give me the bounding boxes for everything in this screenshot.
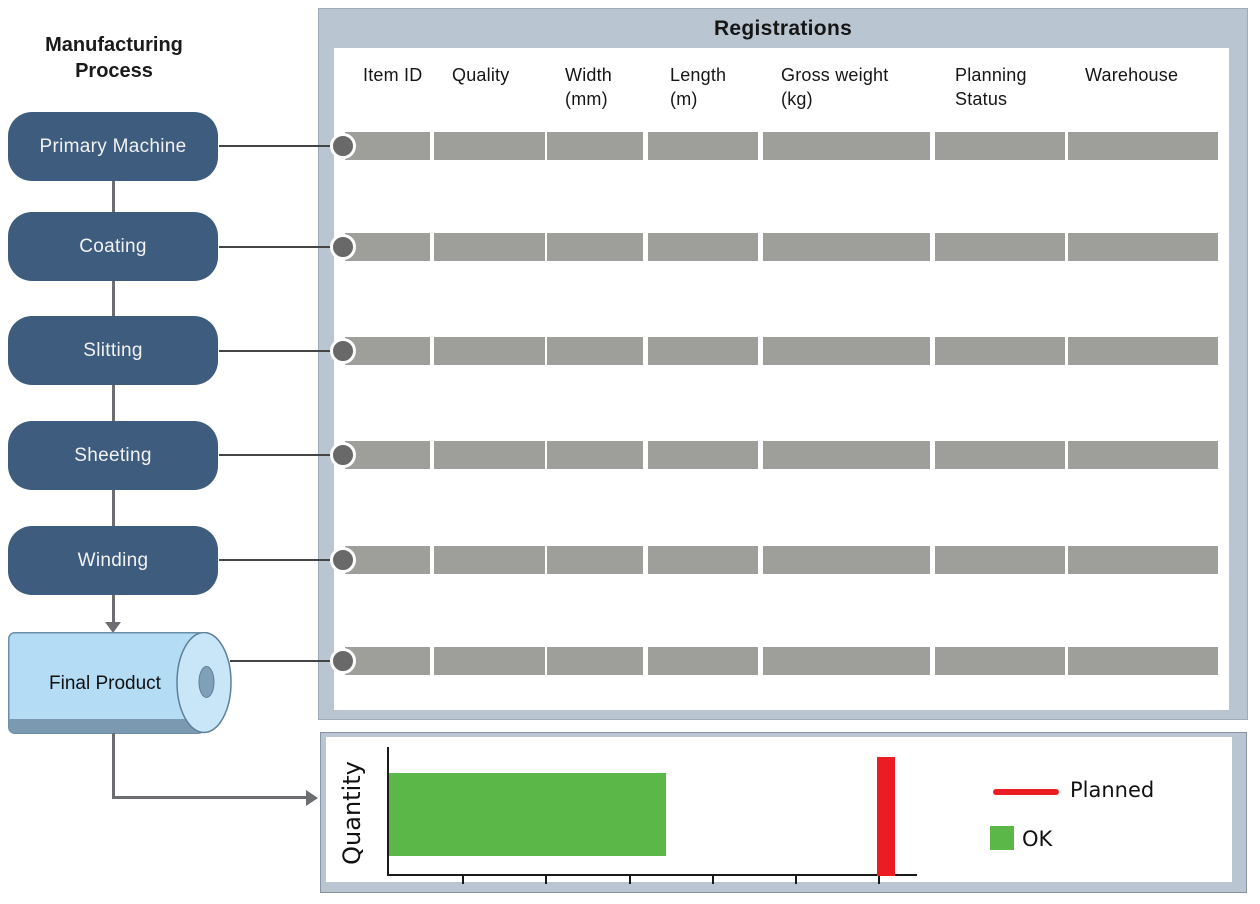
column-header-warehouse: Warehouse (1085, 65, 1179, 85)
row-connector-dot (330, 338, 356, 364)
cell-placeholder (547, 546, 643, 574)
cell-placeholder (648, 233, 758, 261)
legend-ok-label: OK (1022, 827, 1053, 851)
cell-placeholder (763, 132, 930, 160)
planned-marker-bar (877, 757, 895, 876)
flow-step-label: Slitting (83, 339, 143, 361)
connector-line (112, 796, 308, 799)
cell-placeholder (763, 546, 930, 574)
row-connector-dot (330, 648, 356, 674)
flow-step-primary-machine: Primary Machine (8, 112, 218, 181)
cell-placeholder (1068, 233, 1218, 261)
x-axis-tick (629, 876, 631, 884)
legend-ok-swatch (990, 826, 1014, 850)
flow-step-label: Winding (77, 549, 149, 571)
cell-placeholder (763, 233, 930, 261)
column-header-quality: Quality (452, 65, 510, 85)
cell-placeholder (648, 132, 758, 160)
flow-step-label: Coating (79, 235, 147, 257)
x-axis-tick (545, 876, 547, 884)
cell-placeholder (935, 441, 1065, 469)
x-axis-tick (712, 876, 714, 884)
cell-placeholder (1068, 337, 1218, 365)
registrations-title: Registrations (713, 17, 853, 40)
cell-placeholder (345, 233, 430, 261)
cell-placeholder (648, 546, 758, 574)
x-axis-tick (795, 876, 797, 884)
column-header-gross-weight: Gross weight (kg) (781, 65, 889, 110)
cell-placeholder (935, 647, 1065, 675)
x-axis-tick (462, 876, 464, 884)
flow-step-coating: Coating (8, 212, 218, 281)
cell-placeholder (434, 546, 545, 574)
row-connector-line (219, 350, 333, 352)
cell-placeholder (648, 337, 758, 365)
cell-placeholder (434, 132, 545, 160)
row-connector-line (219, 454, 333, 456)
ok-bar (389, 773, 666, 856)
x-axis-line (387, 874, 917, 876)
arrow-down-icon (105, 622, 121, 633)
row-connector-dot (330, 442, 356, 468)
row-connector-dot (330, 234, 356, 260)
row-connector-line (230, 660, 333, 662)
connector-line (112, 733, 115, 799)
connector-line (112, 385, 115, 421)
cell-placeholder (935, 132, 1065, 160)
row-connector-line (219, 246, 333, 248)
cell-placeholder (648, 647, 758, 675)
flow-step-sheeting: Sheeting (8, 421, 218, 490)
cell-placeholder (763, 441, 930, 469)
cell-placeholder (547, 132, 643, 160)
row-connector-line (219, 145, 333, 147)
flow-step-label: Sheeting (74, 444, 152, 466)
cell-placeholder (935, 546, 1065, 574)
cell-placeholder (547, 441, 643, 469)
connector-line (112, 181, 115, 212)
cell-placeholder (763, 647, 930, 675)
column-header-item-id: Item ID (363, 65, 423, 85)
connector-line (112, 595, 115, 623)
arrow-right-icon (306, 790, 318, 806)
column-header-width: Width (mm) (565, 65, 613, 110)
cell-placeholder (434, 647, 545, 675)
row-connector-dot (330, 133, 356, 159)
cell-placeholder (434, 337, 545, 365)
cell-placeholder (345, 337, 430, 365)
flow-step-winding: Winding (8, 526, 218, 595)
row-connector-line (219, 559, 333, 561)
flow-step-label: Primary Machine (39, 135, 187, 157)
legend-planned-label: Planned (1070, 778, 1155, 802)
flow-step-slitting: Slitting (8, 316, 218, 385)
x-axis-tick (878, 876, 880, 884)
final-product-roll: Final Product (8, 632, 232, 734)
y-axis-line (387, 747, 389, 876)
cell-placeholder (935, 233, 1065, 261)
cell-placeholder (648, 441, 758, 469)
cell-placeholder (345, 132, 430, 160)
cell-placeholder (1068, 132, 1218, 160)
connector-line (112, 281, 115, 316)
cell-placeholder (1068, 647, 1218, 675)
column-header-length: Length (m) (670, 65, 727, 110)
flow-title: Manufacturing Process (45, 34, 183, 82)
cell-placeholder (547, 647, 643, 675)
cell-placeholder (763, 337, 930, 365)
cell-placeholder (434, 441, 545, 469)
y-axis-label: Quantity (338, 761, 366, 865)
cell-placeholder (345, 647, 430, 675)
cell-placeholder (547, 337, 643, 365)
cell-placeholder (547, 233, 643, 261)
final-product-label: Final Product (49, 673, 162, 694)
row-connector-dot (330, 547, 356, 573)
column-header-planning-status: Planning Status (955, 65, 1027, 110)
cell-placeholder (1068, 546, 1218, 574)
connector-line (112, 490, 115, 526)
cell-placeholder (1068, 441, 1218, 469)
cell-placeholder (345, 441, 430, 469)
legend-planned-swatch (993, 789, 1059, 795)
cell-placeholder (935, 337, 1065, 365)
cell-placeholder (345, 546, 430, 574)
cell-placeholder (434, 233, 545, 261)
